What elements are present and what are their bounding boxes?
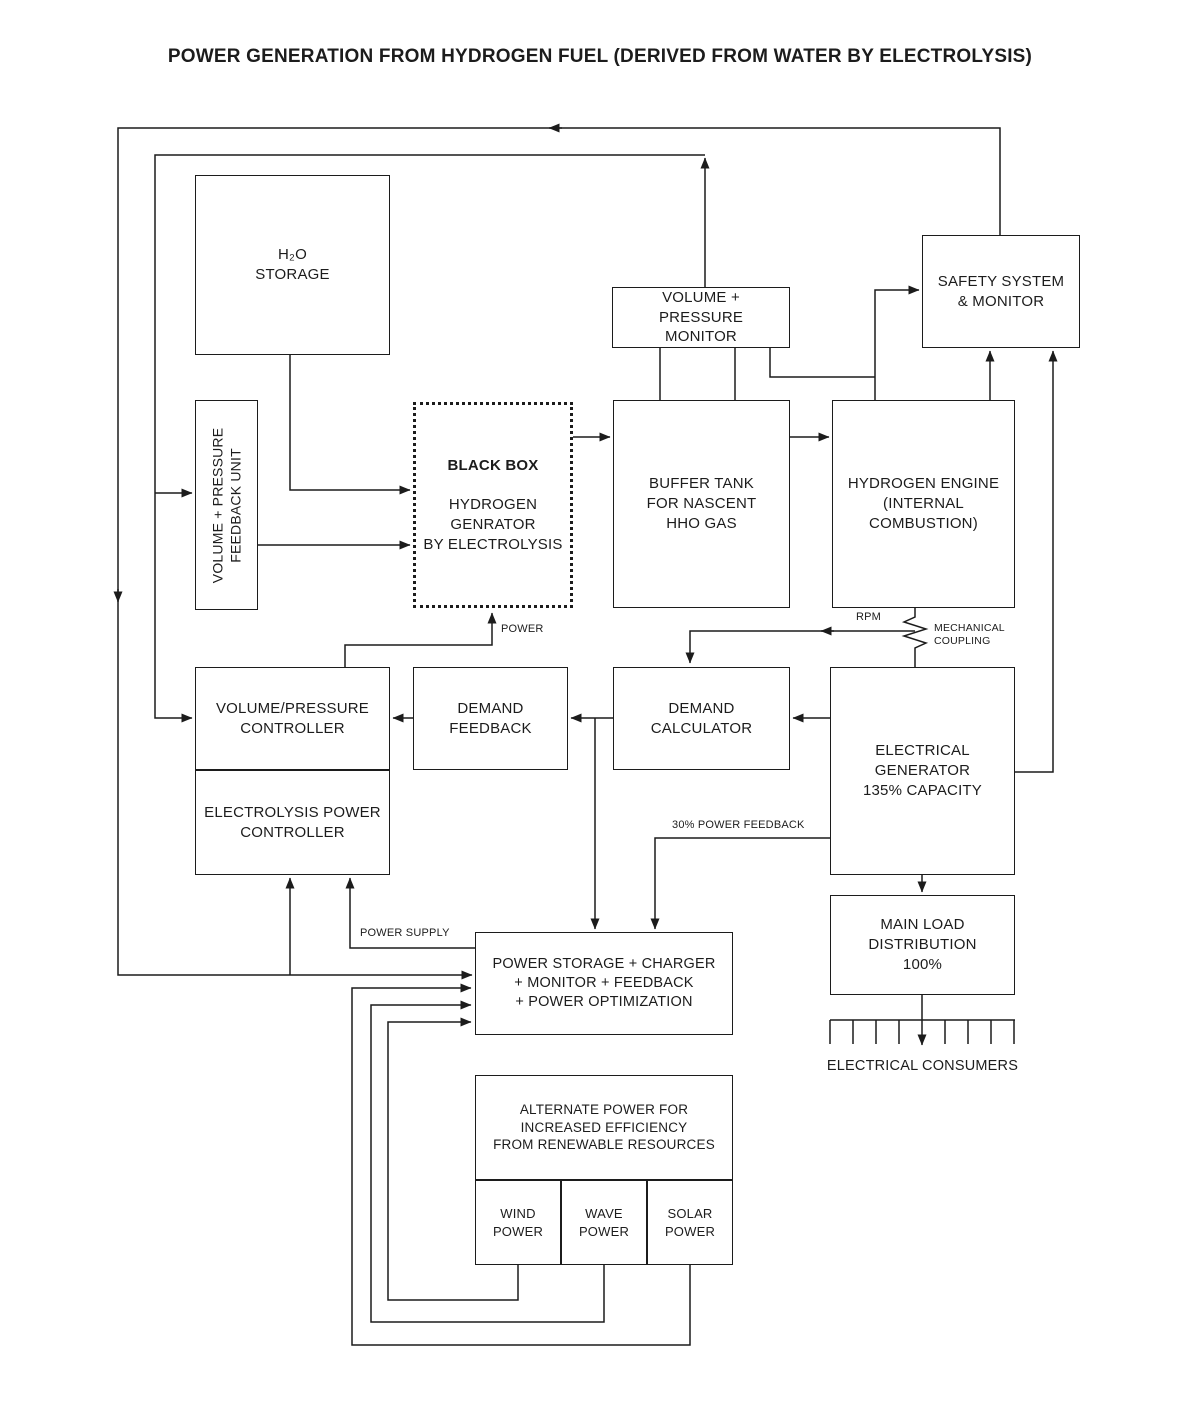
edge-engine-to-safety-left <box>874 285 920 400</box>
node-volume-pressure-feedback-unit: VOLUME + PRESSURE FEEDBACK UNIT <box>195 400 258 610</box>
node-black-box-generator-label: BLACK BOX HYDROGEN GENRATOR BY ELECTROLY… <box>423 436 562 575</box>
node-buffer-tank: BUFFER TANK FOR NASCENT HHO GAS <box>613 400 790 608</box>
edge-bus-to-vp-controller <box>154 154 705 723</box>
node-wave-power-label: WAVE POWER <box>578 1206 630 1239</box>
node-electrolysis-power-controller: ELECTROLYSIS POWER CONTROLLER <box>195 770 390 875</box>
edge-h2o-to-black-box <box>289 355 411 495</box>
node-alternate-power-label: ALTERNATE POWER FOR INCREASED EFFICIENCY… <box>493 1101 715 1153</box>
node-demand-feedback: DEMAND FEEDBACK <box>413 667 568 770</box>
node-solar-power-label: SOLAR POWER <box>664 1206 716 1239</box>
black-box-title: BLACK BOX <box>447 456 539 474</box>
node-volume-pressure-controller: VOLUME/PRESSURE CONTROLLER <box>195 667 390 770</box>
node-volume-pressure-monitor-label: VOLUME + PRESSURE MONITOR <box>658 288 744 346</box>
edge-power-supply <box>345 877 475 949</box>
edge-solar-to-power-storage <box>351 983 691 1346</box>
node-safety-system-label: SAFETY SYSTEM & MONITOR <box>937 272 1065 310</box>
node-main-load-distribution-label: MAIN LOAD DISTRIBUTION 100% <box>868 916 977 973</box>
node-h2o-storage-label: H₂O STORAGE <box>255 246 330 283</box>
edge-wind-to-power-storage <box>387 1017 519 1301</box>
node-solar-power: SOLAR POWER <box>647 1180 733 1265</box>
edge-wave-to-power-storage <box>370 1000 605 1323</box>
edge-monitor-to-safety-join <box>769 348 875 378</box>
node-volume-pressure-monitor: VOLUME + PRESSURE MONITOR <box>612 287 790 348</box>
edge-30-percent-power-feedback <box>650 837 830 930</box>
edge-label-power-supply: POWER SUPPLY <box>360 927 450 939</box>
node-hydrogen-engine: HYDROGEN ENGINE (INTERNAL COMBUSTION) <box>832 400 1015 608</box>
edge-label-mechanical-coupling: MECHANICAL COUPLING <box>934 622 1005 648</box>
edge-generator-to-safety <box>1015 350 1058 773</box>
node-main-load-distribution: MAIN LOAD DISTRIBUTION 100% <box>830 895 1015 995</box>
electrical-consumers-symbol <box>829 1019 1015 1044</box>
node-volume-pressure-feedback-unit-label: VOLUME + PRESSURE FEEDBACK UNIT <box>209 427 244 583</box>
node-alternate-power: ALTERNATE POWER FOR INCREASED EFFICIENCY… <box>475 1075 733 1180</box>
label-electrical-consumers: ELECTRICAL CONSUMERS <box>826 1058 1019 1074</box>
node-wave-power: WAVE POWER <box>561 1180 647 1265</box>
edge-power-to-black-box <box>344 612 497 667</box>
edge-safety-feedback-loop <box>117 127 1001 980</box>
edge-label-30-percent-power-feedback: 30% POWER FEEDBACK <box>672 819 805 831</box>
node-safety-system: SAFETY SYSTEM & MONITOR <box>922 235 1080 348</box>
edge-rpm-to-demand-calculator <box>685 630 915 664</box>
node-power-storage: POWER STORAGE + CHARGER + MONITOR + FEED… <box>475 932 733 1035</box>
diagram-title: POWER GENERATION FROM HYDROGEN FUEL (DER… <box>167 46 1033 67</box>
node-electrolysis-power-controller-label: ELECTROLYSIS POWER CONTROLLER <box>204 803 381 841</box>
node-buffer-tank-label: BUFFER TANK FOR NASCENT HHO GAS <box>646 475 757 532</box>
node-black-box-generator: BLACK BOX HYDROGEN GENRATOR BY ELECTROLY… <box>413 402 573 608</box>
node-power-storage-label: POWER STORAGE + CHARGER + MONITOR + FEED… <box>492 955 716 1011</box>
node-wind-power: WIND POWER <box>475 1180 561 1265</box>
node-demand-calculator-label: DEMAND CALCULATOR <box>650 699 753 737</box>
black-box-body: HYDROGEN GENRATOR BY ELECTROLYSIS <box>423 496 563 553</box>
node-electrical-generator: ELECTRICAL GENERATOR 135% CAPACITY <box>830 667 1015 875</box>
edge-label-rpm: RPM <box>856 611 882 623</box>
node-volume-pressure-controller-label: VOLUME/PRESSURE CONTROLLER <box>215 699 370 737</box>
node-demand-calculator: DEMAND CALCULATOR <box>613 667 790 770</box>
node-h2o-storage: H₂O STORAGE <box>195 175 390 355</box>
mechanical-coupling-symbol <box>901 608 929 667</box>
node-hydrogen-engine-label: HYDROGEN ENGINE (INTERNAL COMBUSTION) <box>847 475 1000 532</box>
edge-label-power: POWER <box>501 623 544 635</box>
node-wind-power-label: WIND POWER <box>492 1206 544 1239</box>
node-demand-feedback-label: DEMAND FEEDBACK <box>449 699 532 737</box>
node-electrical-generator-label: ELECTRICAL GENERATOR 135% CAPACITY <box>862 742 983 799</box>
